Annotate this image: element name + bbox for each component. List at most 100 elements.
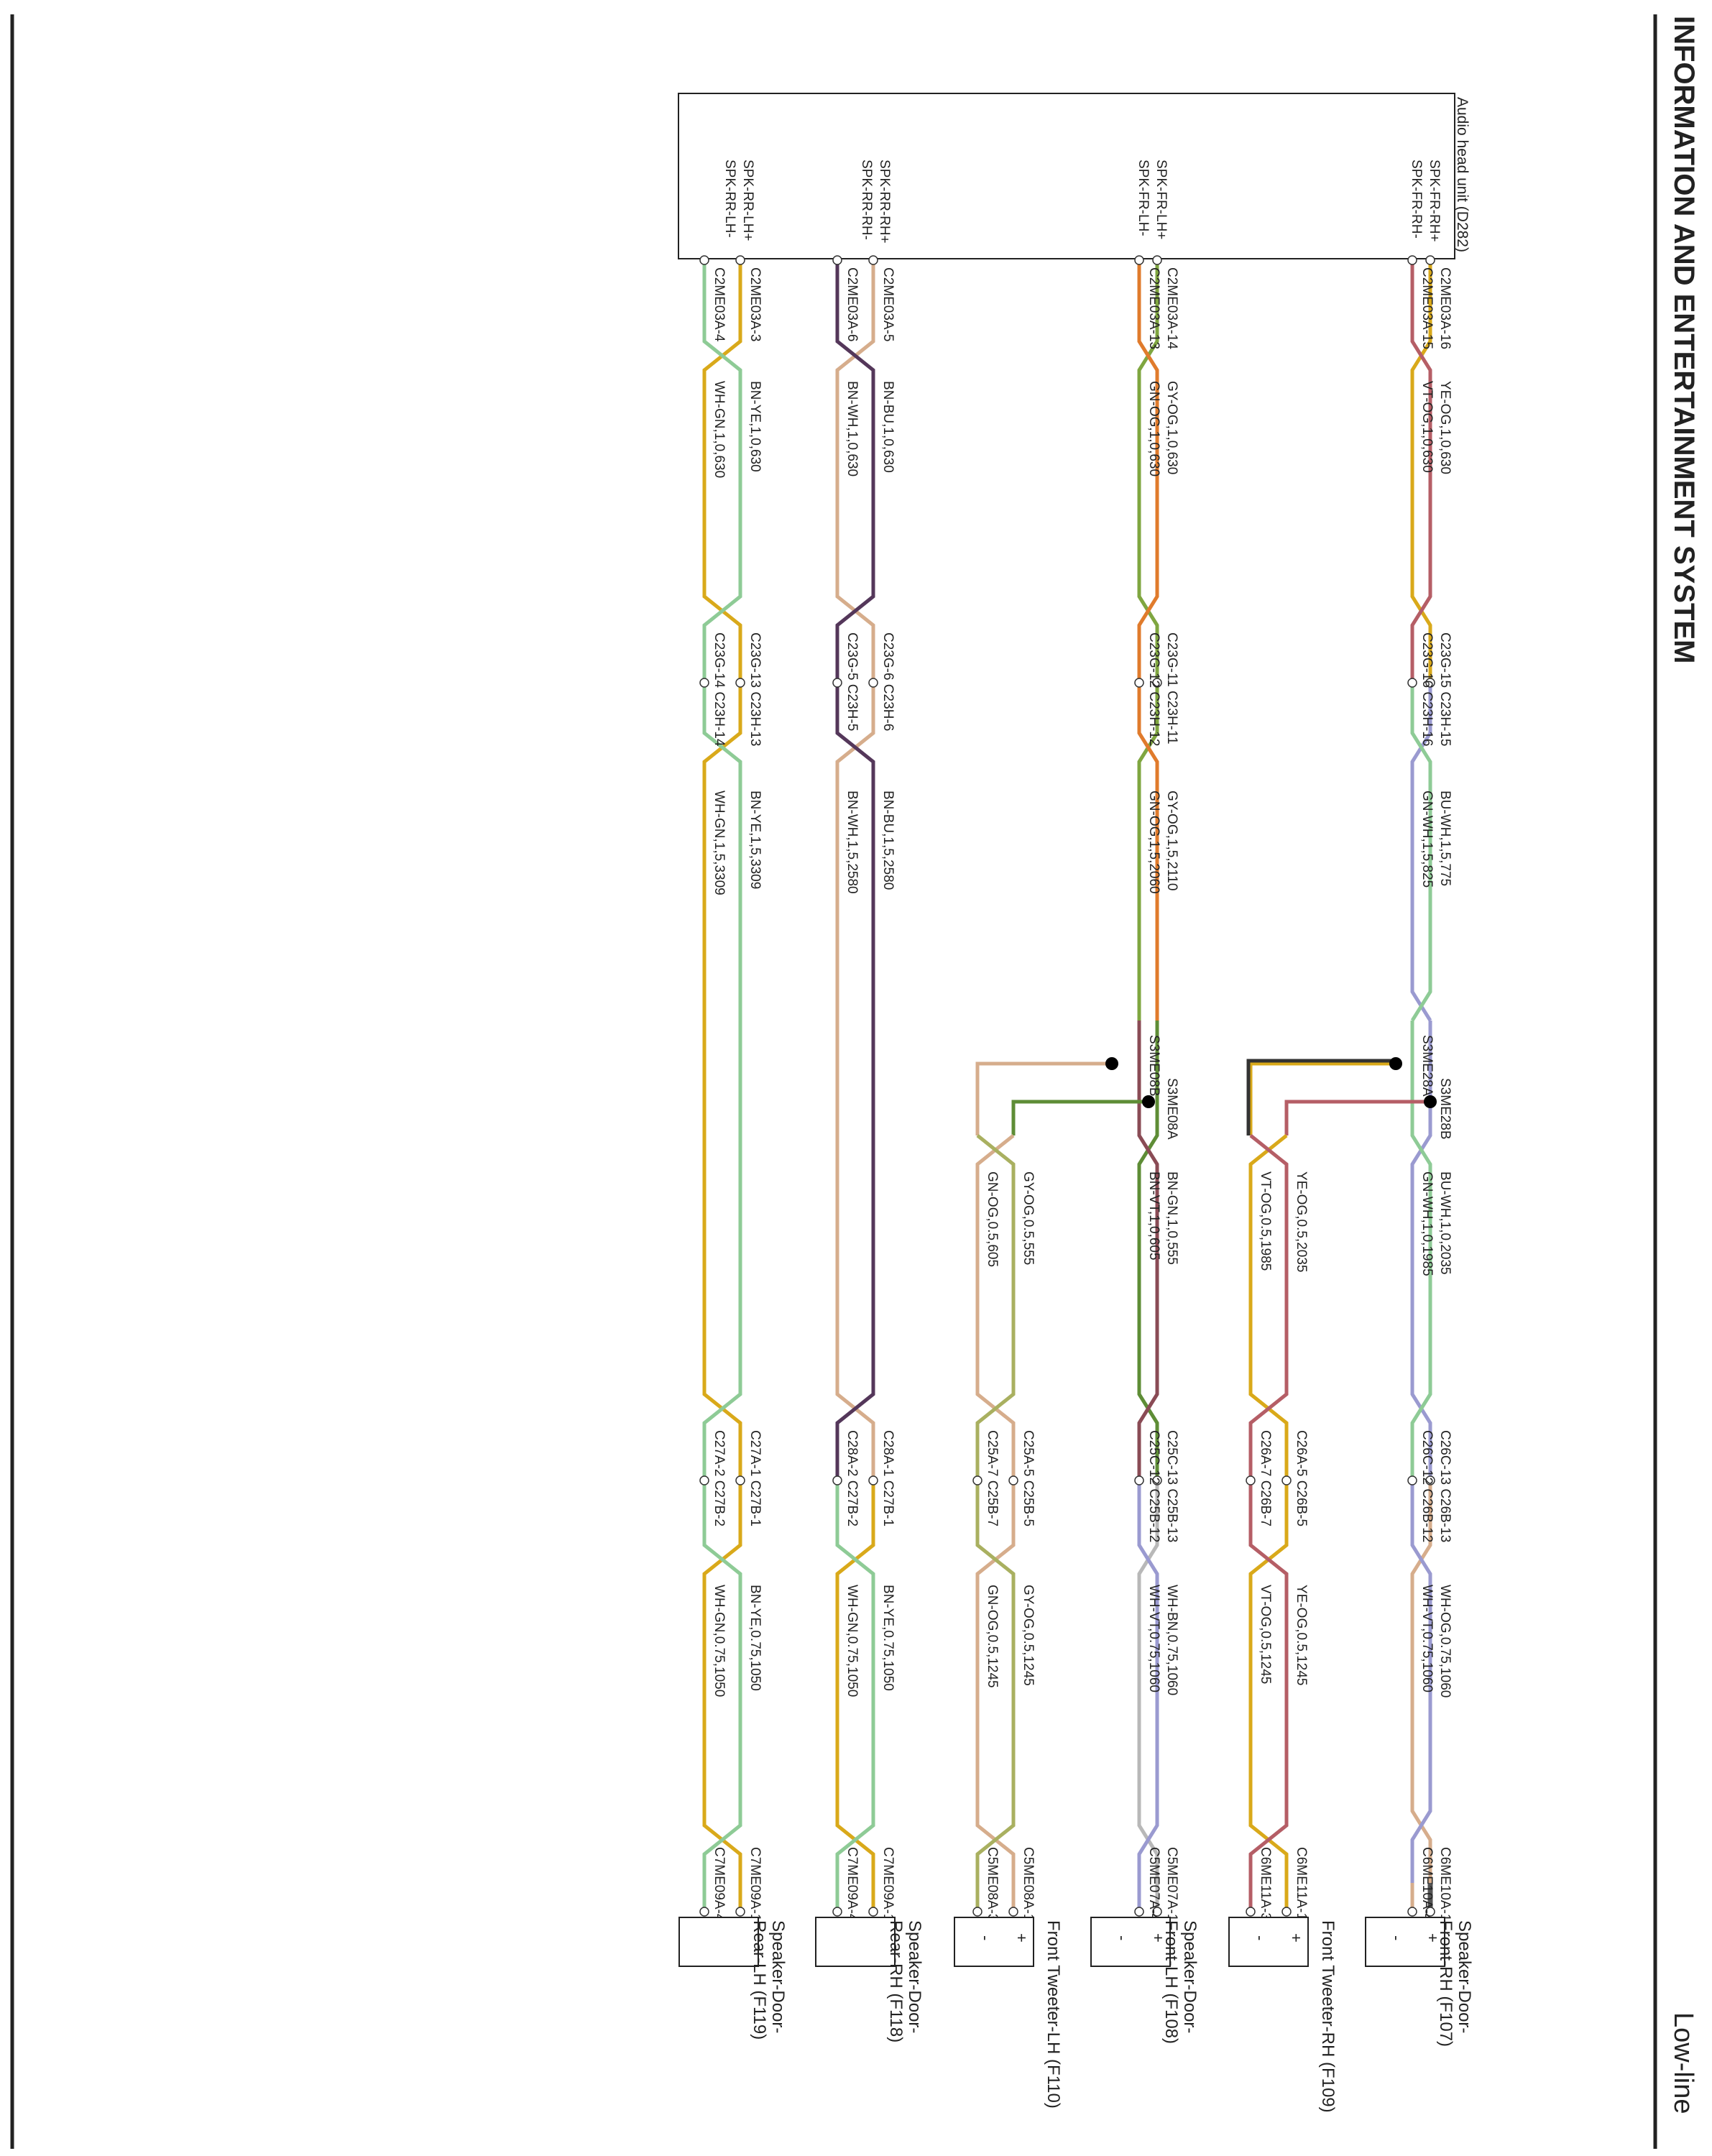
rr-lh-conn-b: C2ME03A-4 bbox=[712, 267, 727, 342]
speaker-front-lh-plus-sign: + bbox=[1149, 1933, 1167, 1943]
tweeter-front-lh-plus-sign: + bbox=[1013, 1933, 1031, 1943]
rr-lh-wire-2a: BN-YE,1,5,3309 bbox=[747, 791, 763, 889]
speaker-front-rh-label-1: Front-RH (F107) bbox=[1436, 1920, 1455, 2047]
tw-rh-ring-a0 bbox=[1281, 1475, 1292, 1485]
tw-lh-wire-4b: GN-OG,0.5,1245 bbox=[985, 1585, 1000, 1688]
rr-rh-ring-b2 bbox=[832, 1475, 842, 1485]
fr-rh-wire-1b: VT-OG,1,0,630 bbox=[1419, 381, 1435, 473]
head-unit-pin-4: SPK-RR-RH+ bbox=[877, 160, 892, 244]
rr-lh-ring-a0 bbox=[735, 255, 745, 265]
fr-lh-seg2-b bbox=[1137, 683, 1159, 1021]
rr-lh-wire-2b: WH-GN,1,5,3309 bbox=[712, 791, 727, 895]
rr-lh-wire-1b: WH-GN,1,0,630 bbox=[712, 381, 727, 478]
tw-rh-wire-3b: VT-OG,0.5,1985 bbox=[1258, 1171, 1273, 1271]
fr-lh-splice-dot-b bbox=[1105, 1057, 1118, 1070]
fr-lh-seg3-a bbox=[1137, 1021, 1159, 1480]
fr-lh-seg3-b bbox=[1137, 1021, 1159, 1480]
speaker-front-lh-box bbox=[1090, 1917, 1171, 1967]
speaker-front-rh-box bbox=[1365, 1917, 1445, 1967]
fr-rh-inline1-b: C23G-16 C23H-16 bbox=[1419, 632, 1435, 746]
rr-rh-end-a: C7ME09A-1 bbox=[880, 1847, 896, 1922]
rr-lh-end-a: C7ME09A-1 bbox=[747, 1847, 763, 1922]
fr-rh-wire-4b: WH-VT,0.75,1060 bbox=[1419, 1585, 1435, 1692]
rr-lh-conn-a: C2ME03A-3 bbox=[747, 267, 763, 342]
tw-lh-wire-3b: GN-OG,0.5,605 bbox=[985, 1171, 1000, 1267]
rr-lh-ring-b3 bbox=[699, 1907, 709, 1917]
page-subtitle: Low-line bbox=[1668, 2012, 1698, 2114]
fr-rh-ring-b1 bbox=[1407, 678, 1417, 688]
rr-rh-wire-4b: WH-GN,0.75,1050 bbox=[845, 1585, 860, 1697]
speaker-rear-rh-label-0: Speaker-Door- bbox=[905, 1920, 924, 2033]
tweeter-front-lh-minus-sign: - bbox=[977, 1935, 995, 1940]
fr-lh-wire-1b: GN-OG,1,0,630 bbox=[1146, 381, 1161, 476]
rr-rh-wire-1a: BN-BU,1,0,630 bbox=[880, 381, 896, 473]
head-unit-pin-6: SPK-RR-LH+ bbox=[740, 160, 755, 241]
rr-lh-ring-a1 bbox=[735, 678, 745, 688]
fr-lh-wire-1a: GY-OG,1,0,630 bbox=[1164, 381, 1179, 474]
fr-rh-seg3-a bbox=[1410, 1021, 1432, 1480]
tw-rh-ring-b0 bbox=[1246, 1475, 1256, 1485]
rr-lh-seg4-a bbox=[702, 1480, 742, 1912]
tweeter-front-rh-box bbox=[1228, 1917, 1309, 1967]
tw-rh-seg3-b bbox=[1248, 1134, 1289, 1480]
tw-rh-wire-4a: YE-OG,0.5,1245 bbox=[1294, 1585, 1309, 1685]
fr-rh-seg1-b bbox=[1410, 260, 1432, 683]
wires bbox=[702, 260, 1433, 1912]
tw-rh-ring-a1 bbox=[1281, 1907, 1292, 1917]
rr-lh-inline1-b: C23G-14 C23H-14 bbox=[712, 632, 727, 747]
fr-rh-splice-b: S3ME28A bbox=[1419, 1035, 1435, 1097]
head-unit-pin-labels: SPK-FR-RH+SPK-FR-RH-SPK-FR-LH+SPK-FR-LH-… bbox=[722, 160, 1442, 244]
speaker-front-rh-label-0: Speaker-Door- bbox=[1455, 1920, 1474, 2033]
fr-lh-end-b: C5ME07A-4 bbox=[1146, 1847, 1161, 1922]
rr-lh-end-b: C7ME09A-4 bbox=[712, 1847, 727, 1922]
speaker-front-lh-minus-sign: - bbox=[1113, 1935, 1131, 1940]
tw-lh-seg4-b bbox=[975, 1480, 1016, 1912]
rr-lh-inline2-a: C27A-1 C27B-1 bbox=[747, 1430, 763, 1526]
fr-rh-inline2-a: C26C-13 C26B-13 bbox=[1437, 1430, 1453, 1542]
tw-lh-seg3-b bbox=[975, 1134, 1016, 1480]
fr-lh-inline2-a: C25C-13 C25B-13 bbox=[1164, 1430, 1179, 1542]
tweeter-front-lh-label-0: Front Tweeter-LH (F110) bbox=[1044, 1920, 1063, 2109]
tw-lh-wire-3a: GY-OG,0.5,555 bbox=[1021, 1171, 1036, 1265]
rr-rh-seg2-b bbox=[835, 683, 875, 1480]
fr-lh-inline1-a: C23G-11 C23H-11 bbox=[1164, 632, 1179, 745]
tw-rh-wire-3a: YE-OG,0.5,2035 bbox=[1294, 1171, 1309, 1272]
rr-rh-inline2-b: C28A-2 C27B-2 bbox=[845, 1430, 860, 1526]
head-unit-pin-7: SPK-RR-LH- bbox=[722, 160, 737, 238]
fr-rh-wire-1a: YE-OG,1,0,630 bbox=[1437, 381, 1453, 474]
rr-lh-seg1-b bbox=[702, 260, 742, 683]
rr-lh-inline1-a: C23G-13 C23H-13 bbox=[747, 632, 763, 746]
tw-lh-ring-a0 bbox=[1008, 1475, 1018, 1485]
fr-rh-ring-a0 bbox=[1425, 255, 1435, 265]
rr-rh-wire-1b: BN-WH,1,0,630 bbox=[845, 381, 860, 476]
tw-rh-feed-edge bbox=[1246, 1059, 1396, 1135]
fr-rh-ring-b0 bbox=[1407, 255, 1417, 265]
head-unit-pin-2: SPK-FR-LH+ bbox=[1154, 160, 1169, 239]
rr-rh-conn-b: C2ME03A-6 bbox=[845, 267, 860, 342]
tw-rh-inline2-b: C26A-7 C26B-7 bbox=[1258, 1430, 1273, 1526]
connector-pins bbox=[699, 255, 1435, 1917]
tw-lh-inline2-b: C25A-7 C25B-7 bbox=[985, 1430, 1000, 1526]
rr-rh-ring-b1 bbox=[832, 678, 842, 688]
tw-rh-seg3-a bbox=[1248, 1134, 1289, 1480]
rr-lh-wire-4a: BN-YE,0.75,1050 bbox=[747, 1585, 763, 1691]
fr-lh-seg4-a bbox=[1137, 1480, 1159, 1912]
fr-rh-ring-a2 bbox=[1425, 1475, 1435, 1485]
fr-lh-ring-a3 bbox=[1152, 1907, 1162, 1917]
rr-rh-wire-2a: BN-BU,1,5,2580 bbox=[880, 791, 896, 890]
tw-rh-seg4-a bbox=[1248, 1480, 1289, 1912]
rr-rh-ring-a1 bbox=[868, 678, 878, 688]
fr-lh-conn-b: C2ME03A-13 bbox=[1146, 267, 1161, 349]
tw-lh-inline2-a: C25A-5 C25B-5 bbox=[1021, 1430, 1036, 1526]
rr-rh-inline2-a: C28A-1 C27B-1 bbox=[880, 1430, 896, 1526]
components: +-Speaker-Door-Front-RH (F107)+-Front Tw… bbox=[678, 1917, 1474, 2113]
page-title: INFORMATION AND ENTERTAINMENT SYSTEM bbox=[1668, 16, 1700, 663]
audio-head-unit-label: Audio head unit (D282) bbox=[1454, 97, 1471, 252]
tw-lh-seg4-a bbox=[975, 1480, 1016, 1912]
fr-rh-splice-dot-b bbox=[1389, 1057, 1402, 1070]
speaker-front-rh-plus-sign: + bbox=[1424, 1933, 1442, 1943]
fr-lh-seg1-a bbox=[1137, 260, 1159, 683]
rr-rh-ring-b3 bbox=[832, 1907, 842, 1917]
fr-rh-seg2-a bbox=[1410, 683, 1432, 1022]
